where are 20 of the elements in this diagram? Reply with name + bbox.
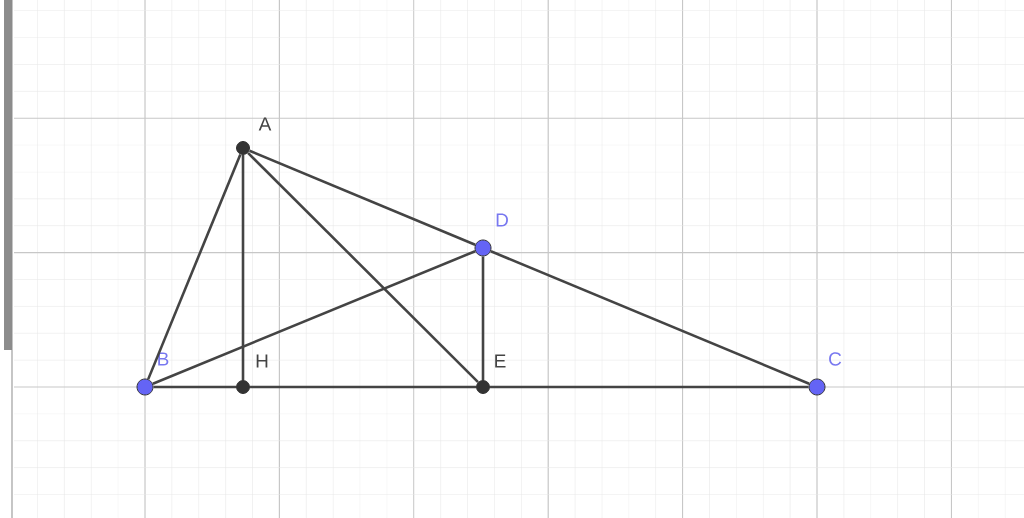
line-segment [490, 385, 809, 389]
point: H [236, 354, 268, 394]
point: E [476, 354, 506, 394]
line-segment [153, 385, 236, 389]
point: D [474, 213, 508, 257]
line-segment [152, 250, 476, 385]
point: A [236, 117, 272, 155]
line-segment [481, 256, 485, 380]
line-segment [247, 152, 479, 383]
node-label: A [258, 117, 272, 131]
node-label: H [256, 354, 268, 368]
point: C [808, 352, 842, 396]
line-segment [147, 153, 242, 380]
node-label: E [495, 354, 506, 368]
line-segment [490, 250, 810, 385]
line-segment [248, 149, 476, 246]
line-segment [241, 155, 245, 380]
node-label: D [496, 213, 508, 227]
node-label: C [829, 352, 842, 366]
line-segment [250, 385, 476, 389]
